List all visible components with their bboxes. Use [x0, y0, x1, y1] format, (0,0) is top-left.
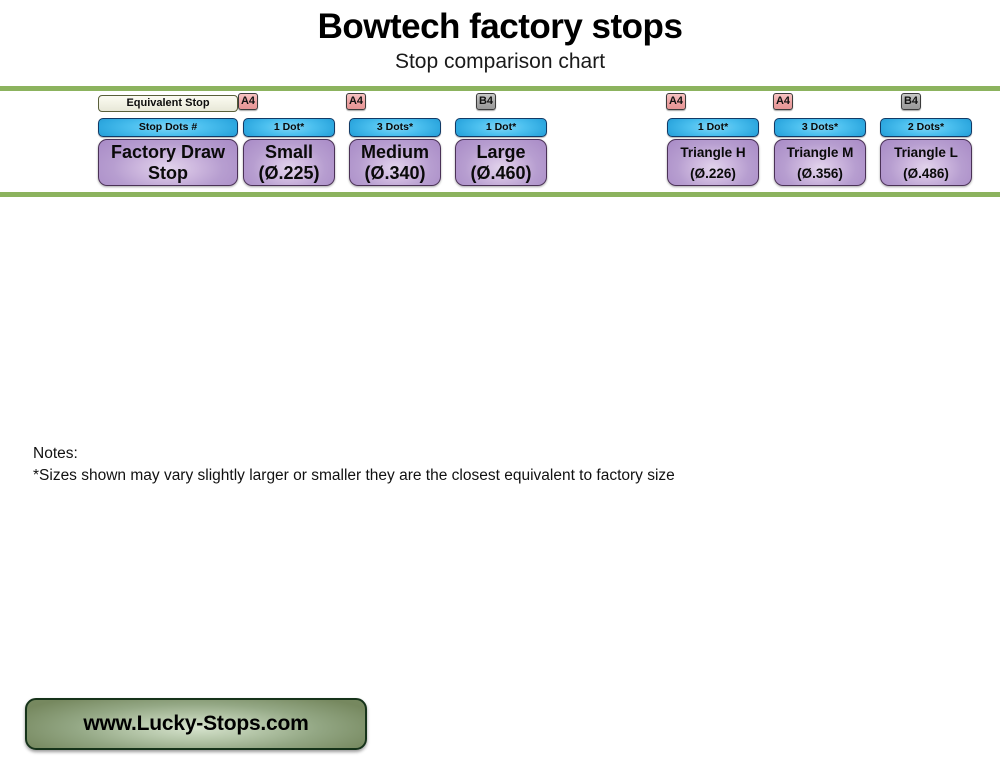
page-title: Bowtech factory stops	[317, 7, 683, 46]
card-label-line2: (Ø.356)	[797, 165, 843, 181]
card-label-line1: Medium	[360, 141, 429, 162]
card-triangle-m[interactable]: Triangle M (Ø.356)	[774, 139, 866, 186]
card-factory-draw-stop[interactable]: Factory Draw Stop	[98, 139, 238, 186]
divider-bottom	[0, 192, 1000, 197]
card-label-line2: Stop	[148, 162, 188, 183]
stop-dots-header[interactable]: Stop Dots #	[98, 118, 238, 137]
card-label-line2: (Ø.460)	[470, 162, 532, 183]
website-url-label: www.Lucky-Stops.com	[83, 712, 309, 735]
badge-b4: B4	[901, 93, 921, 110]
card-label-line1: Large	[476, 141, 526, 162]
card-label-line1: Factory Draw	[110, 141, 226, 162]
card-label-line2: (Ø.225)	[258, 162, 320, 183]
notes-heading: Notes:	[33, 445, 78, 462]
badge-a4: A4	[238, 93, 258, 110]
dots-label-medium[interactable]: 3 Dots*	[349, 118, 441, 137]
badge-b4: B4	[476, 93, 496, 110]
divider-top	[0, 86, 1000, 91]
badge-a4: A4	[346, 93, 366, 110]
dots-label-large[interactable]: 1 Dot*	[455, 118, 547, 137]
badge-a4: A4	[773, 93, 793, 110]
card-medium[interactable]: Medium (Ø.340)	[349, 139, 441, 186]
notes-block: Notes: *Sizes shown may vary slightly la…	[33, 443, 933, 487]
card-triangle-h[interactable]: Triangle H (Ø.226)	[667, 139, 759, 186]
dots-label-triangle-h[interactable]: 1 Dot*	[667, 118, 759, 137]
card-large[interactable]: Large (Ø.460)	[455, 139, 547, 186]
card-label-line1: Triangle M	[786, 144, 854, 160]
stop-comparison-band: Equivalent Stop Stop Dots # Factory Draw…	[0, 91, 1000, 192]
card-label-line1: Triangle L	[894, 144, 958, 160]
card-label-line2: (Ø.486)	[903, 165, 949, 181]
notes-line-1: *Sizes shown may vary slightly larger or…	[33, 467, 675, 484]
card-small[interactable]: Small (Ø.225)	[243, 139, 335, 186]
card-label-line1: Small	[264, 141, 314, 162]
badge-a4: A4	[666, 93, 686, 110]
page-subtitle: Stop comparison chart	[394, 50, 606, 73]
card-label-line2: (Ø.340)	[364, 162, 426, 183]
card-label-line1: Triangle H	[680, 144, 746, 160]
equivalent-stop-header: Equivalent Stop	[98, 95, 238, 112]
page-header: Bowtech factory stops Stop comparison ch…	[0, 0, 1000, 86]
card-label-line2: (Ø.226)	[690, 165, 736, 181]
card-triangle-l[interactable]: Triangle L (Ø.486)	[880, 139, 972, 186]
dots-label-triangle-l[interactable]: 2 Dots*	[880, 118, 972, 137]
dots-label-triangle-m[interactable]: 3 Dots*	[774, 118, 866, 137]
dots-label-small[interactable]: 1 Dot*	[243, 118, 335, 137]
website-link-button[interactable]: www.Lucky-Stops.com	[25, 698, 367, 750]
